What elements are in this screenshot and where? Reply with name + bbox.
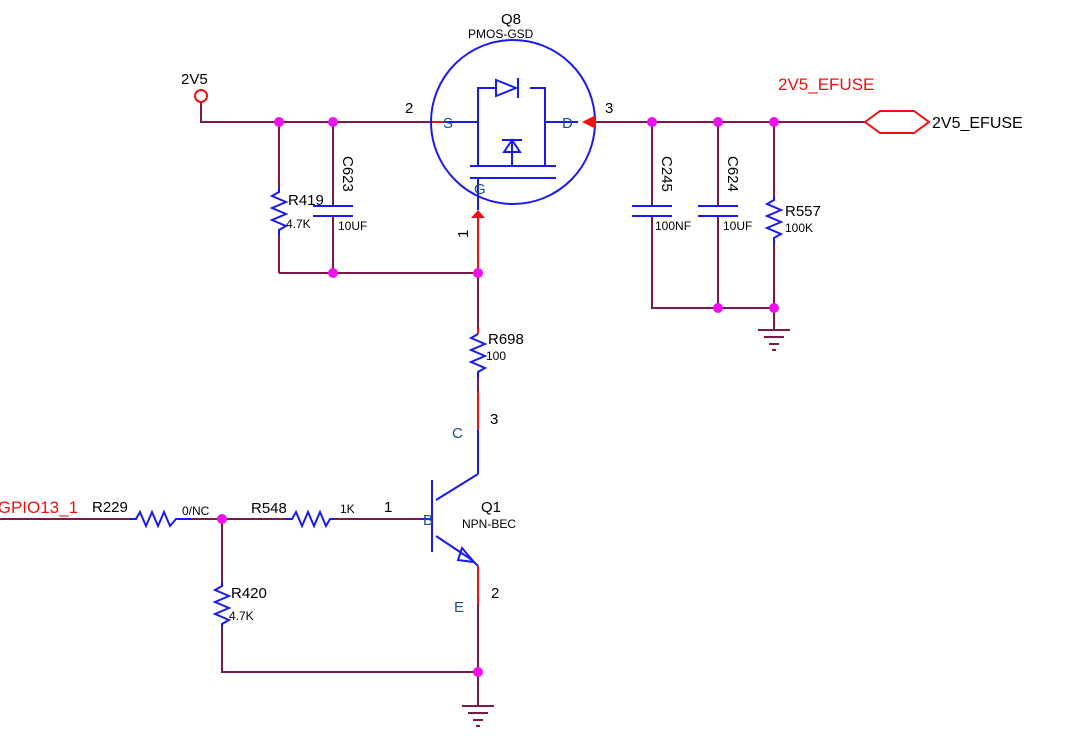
resistor-r698: R698 100	[468, 328, 524, 378]
q8-pin-drain: 3	[605, 100, 613, 117]
r420-ref: R420	[231, 585, 267, 602]
q8-value: PMOS-GSD	[468, 27, 534, 41]
r548-ref: R548	[251, 500, 287, 517]
gpio-label: /GPIO13_1	[0, 498, 78, 517]
junction-dot	[328, 117, 338, 127]
c623-value: 10UF	[338, 219, 367, 233]
junction-dot	[713, 117, 723, 127]
junction-dots	[217, 117, 779, 677]
q8-letter-d: D	[562, 115, 573, 132]
q1-pin-c: 3	[490, 411, 498, 428]
r557-value: 100K	[785, 221, 813, 235]
q1-letter-e: E	[454, 599, 464, 616]
c624-ref: C624	[724, 156, 741, 192]
net-port-2v5-efuse: 2V5_EFUSE 2V5_EFUSE	[778, 75, 1023, 134]
resistor-r548: R548 1K	[251, 500, 355, 529]
junction-dot	[713, 303, 723, 313]
power-label-2v5: 2V5	[181, 71, 208, 88]
r548-value: 1K	[340, 502, 355, 516]
transistor-q1: C B E 3 1 2 Q1 NPN-BEC	[384, 392, 516, 616]
c624-value: 10UF	[723, 219, 752, 233]
net-label-gpio: /GPIO13_1	[0, 498, 78, 517]
c245-ref: C245	[658, 156, 675, 192]
ground-symbol-bottom	[462, 705, 494, 727]
q8-pin-gate: 1	[455, 230, 472, 238]
capacitor-c624: C624 10UF	[698, 156, 752, 233]
resistor-r229: R229 0/NC	[92, 499, 210, 529]
power-port-2v5: 2V5	[181, 71, 208, 103]
q8-letter-s: S	[443, 115, 453, 132]
junction-dot	[647, 117, 657, 127]
junction-dot	[274, 117, 284, 127]
q1-ref: Q1	[481, 499, 501, 516]
q1-value: NPN-BEC	[462, 517, 516, 531]
r698-value: 100	[486, 349, 506, 363]
junction-dot	[769, 117, 779, 127]
r420-value: 4.7K	[229, 609, 254, 623]
wire-2v5-drop	[200, 102, 432, 123]
junction-dot	[473, 667, 483, 677]
junction-dot	[328, 268, 338, 278]
wire-r420-bottom	[221, 628, 478, 673]
q8-letter-g: G	[474, 181, 486, 198]
wire-c245-bottom	[651, 216, 774, 309]
junction-dot	[217, 514, 227, 524]
c623-ref: C623	[339, 156, 356, 192]
r698-ref: R698	[488, 331, 524, 348]
resistor-r419: R419 4.7K	[269, 188, 324, 236]
resistor-r420: R420 4.7K	[212, 582, 267, 628]
q1-pin-b: 1	[384, 499, 392, 516]
port-label-2v5-efuse: 2V5_EFUSE	[932, 115, 1023, 132]
net-label-2v5-efuse: 2V5_EFUSE	[778, 75, 874, 94]
r229-ref: R229	[92, 499, 128, 516]
q1-letter-c: C	[452, 425, 463, 442]
r419-value: 4.7K	[286, 217, 311, 231]
q8-drain-arrow	[582, 115, 596, 129]
transistor-q8: S D G 2 3 1 Q8 PMOS-GSD	[405, 11, 613, 273]
q1-letter-b: B	[423, 512, 433, 529]
r229-value: 0/NC	[182, 504, 210, 518]
q8-pin-source: 2	[405, 100, 413, 117]
r419-ref: R419	[288, 192, 324, 209]
q8-ref: Q8	[501, 11, 521, 28]
c245-value: 100NF	[655, 219, 691, 233]
capacitor-c623: C623 10UF	[313, 156, 367, 233]
r557-ref: R557	[785, 203, 821, 220]
junction-dot	[769, 303, 779, 313]
junction-dot	[473, 268, 483, 278]
resistor-r557: R557 100K	[764, 196, 821, 244]
q8-gate-arrow	[471, 210, 485, 218]
capacitor-c245: C245 100NF	[632, 156, 691, 233]
ground-symbol-right	[758, 329, 790, 351]
wires	[0, 102, 865, 706]
q1-pin-e: 2	[491, 585, 499, 602]
